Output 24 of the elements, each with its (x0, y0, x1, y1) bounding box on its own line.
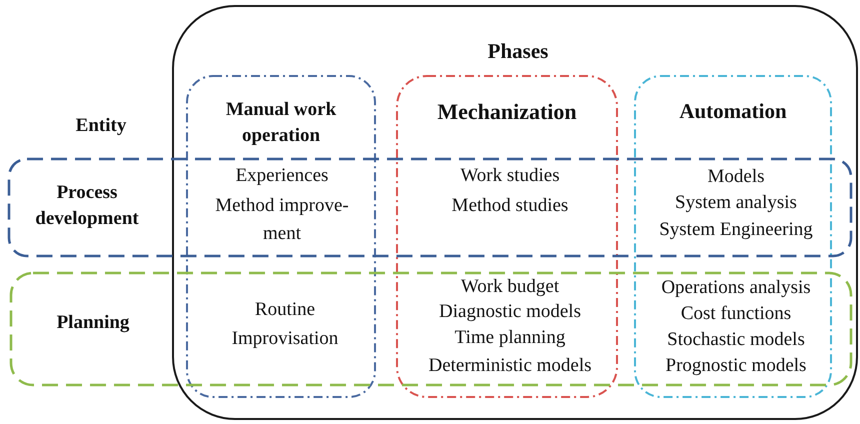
column-heading: Manual work operation (224, 98, 338, 148)
cell-text: Deterministic models (427, 354, 593, 378)
axis-heading: Entity (74, 114, 128, 138)
cell-text: Routine (254, 298, 316, 322)
cell-text: Models (706, 165, 766, 189)
cell-text: Work studies (459, 164, 561, 188)
column-heading: Automation (678, 98, 788, 125)
group-heading: Phases (486, 38, 550, 65)
column-heading: Mechanization (436, 98, 578, 126)
cell-text: Method studies (450, 194, 570, 218)
cell-text: System analysis (674, 191, 798, 215)
cell-text: Stochastic models (666, 328, 806, 352)
cell-text: System Engineering (658, 218, 814, 242)
cell-text: Method improve- ment (214, 194, 350, 246)
cell-text: Time planning (454, 326, 566, 350)
row-heading: Process development (34, 181, 140, 231)
cell-text: Diagnostic models (438, 300, 582, 324)
cell-text: Experiences (234, 164, 330, 188)
cell-text: Work budget (460, 275, 560, 299)
cell-text: Prognostic models (664, 354, 808, 378)
cell-text: Cost functions (680, 302, 792, 326)
row-heading: Planning (56, 311, 130, 335)
cell-text: Operations analysis (660, 276, 812, 300)
cell-text: Improvisation (230, 327, 340, 351)
